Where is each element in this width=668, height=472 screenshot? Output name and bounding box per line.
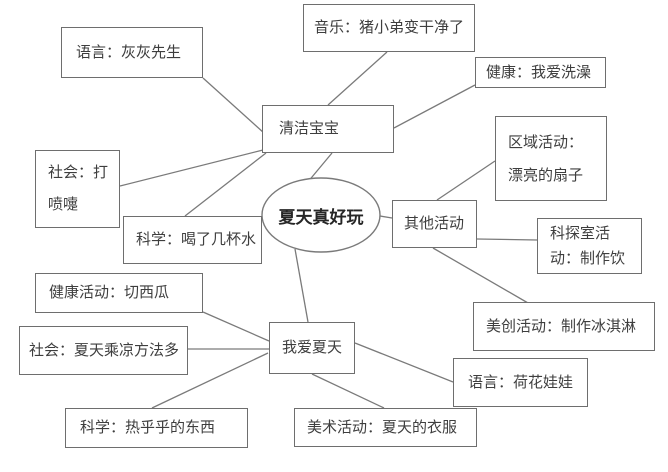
node-science-hot-things: 科学：热乎乎的东西 <box>65 408 248 448</box>
node-area-activity-fan: 区域活动： 漂亮的扇子 <box>495 116 607 201</box>
center-node-ellipse <box>261 177 381 253</box>
connector-line <box>436 160 496 201</box>
node-social-cooling-ways: 社会：夏天乘凉方法多 <box>19 326 188 375</box>
connector-line <box>432 247 529 304</box>
connector-line <box>327 51 388 106</box>
node-language-lotus-doll: 语言：荷花娃娃 <box>453 358 588 407</box>
node-art-summer-clothes: 美术活动：夏天的衣服 <box>294 408 477 447</box>
connector-line <box>202 77 265 134</box>
node-science-drink-water: 科学：喝了几杯水 <box>123 216 262 264</box>
center-node-summer-fun: 夏天真好玩 <box>278 207 364 227</box>
connector-line <box>202 311 270 342</box>
node-health-bath: 健康：我爱洗澡 <box>475 57 606 88</box>
connector-line <box>311 373 385 409</box>
node-art-ice-cream: 美创活动：制作冰淇淋 <box>473 302 655 351</box>
node-clean-baby: 清洁宝宝 <box>262 105 394 153</box>
node-music-little-pig: 音乐：猪小弟变干净了 <box>303 4 475 52</box>
connector-line <box>119 149 264 187</box>
connector-line <box>354 342 454 383</box>
node-love-summer: 我爱夏天 <box>269 322 355 374</box>
node-language-gray-mister: 语言：灰灰先生 <box>61 27 203 78</box>
connector-line <box>184 152 267 217</box>
node-health-watermelon: 健康活动：切西瓜 <box>35 273 203 313</box>
node-science-room-drink: 科探室活 动：制作饮 <box>537 218 642 274</box>
node-other-activities: 其他活动 <box>392 200 477 248</box>
connector-line <box>393 84 476 129</box>
connector-line <box>379 215 393 219</box>
connector-line <box>294 248 309 323</box>
node-social-sneeze: 社会：打 喷嚏 <box>35 150 120 228</box>
connector-line <box>151 352 269 409</box>
connector-line <box>476 238 538 241</box>
